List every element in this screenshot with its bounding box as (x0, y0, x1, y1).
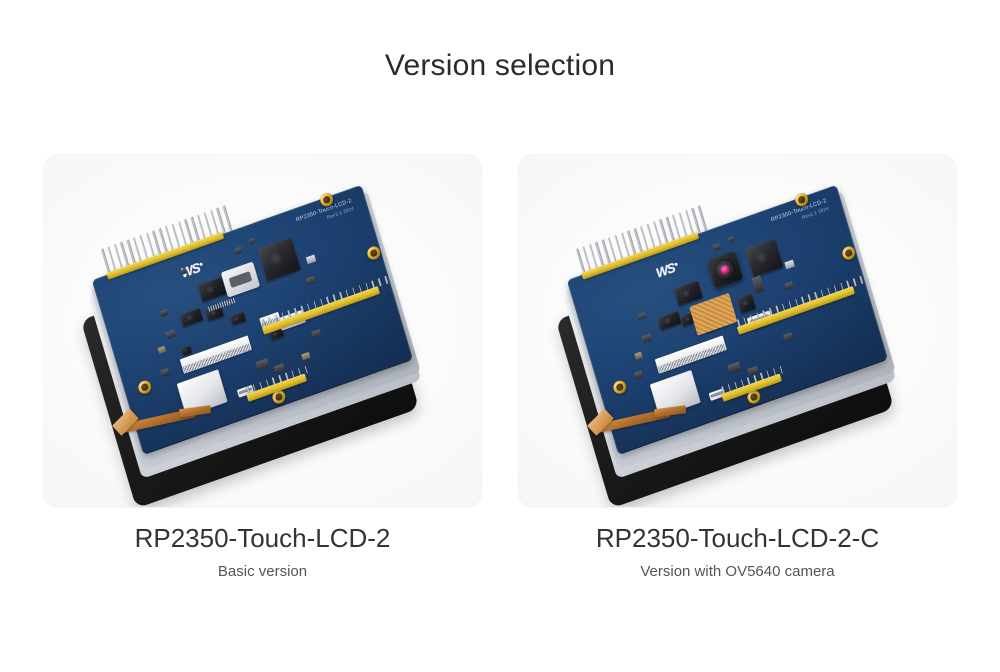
regulator-chip (178, 307, 204, 328)
fpc-connector-lcd (654, 335, 727, 374)
card-title-basic: RP2350-Touch-LCD-2 (134, 523, 391, 553)
version-card-basic[interactable]: RP2350-Touch-LCD-2 Rev2.1 2024 WS (44, 155, 481, 507)
board-photo-basic: RP2350-Touch-LCD-2 Rev2.1 2024 WS (44, 155, 481, 507)
smd-part (783, 259, 795, 270)
rp2350-mcu-chip (256, 237, 301, 282)
smd-part (641, 333, 652, 344)
rp2350-mcu-chip (744, 238, 784, 278)
io-chip (736, 293, 756, 314)
smd-part (310, 328, 322, 339)
smd-part (159, 367, 170, 378)
smd-part (782, 332, 793, 342)
smd-part (751, 275, 765, 294)
card-subtitle-basic: Basic version (217, 563, 308, 580)
smd-part (157, 345, 166, 354)
smd-part (712, 243, 721, 252)
board-photo-camera: RP2350-Touch-LCD-2 Rev2.1 2024 WS (519, 155, 956, 507)
smd-part (305, 254, 316, 265)
regulator-chip (656, 310, 682, 331)
smd-part (726, 361, 741, 375)
smd-part (300, 351, 310, 361)
smd-part (247, 237, 256, 245)
fpc-connector-lcd (179, 335, 252, 374)
card-title-camera: RP2350-Touch-LCD-2-C (595, 523, 880, 553)
page-title: Version selection (384, 49, 616, 82)
version-card-camera[interactable]: RP2350-Touch-LCD-2 Rev2.1 2024 WS (519, 155, 956, 507)
smd-part (633, 351, 643, 360)
smd-part (255, 358, 269, 371)
smd-part (233, 246, 243, 255)
smd-part (636, 311, 647, 321)
smd-part (158, 308, 169, 318)
smd-part (633, 370, 643, 380)
version-card-list: RP2350-Touch-LCD-2 Rev2.1 2024 WS (44, 155, 956, 507)
card-subtitle-camera: Version with OV5640 camera (640, 563, 835, 580)
ov5640-camera-module (706, 250, 743, 290)
smd-part (305, 276, 315, 286)
driver-chip (228, 311, 246, 326)
smd-part (726, 236, 734, 244)
usb-c-connector (220, 261, 260, 298)
smd-part (783, 281, 794, 291)
waveshare-logo-icon: WS (653, 259, 678, 281)
smd-part (165, 329, 176, 340)
